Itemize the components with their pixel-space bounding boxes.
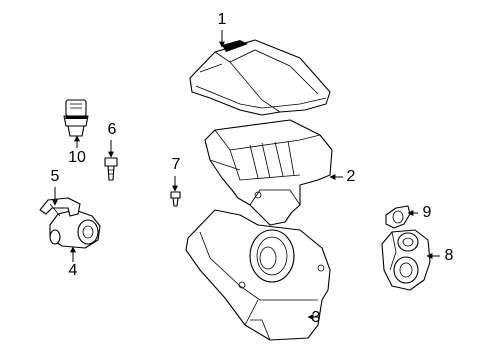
- callout-6: 6: [108, 121, 117, 138]
- callout-1: 1: [218, 11, 227, 28]
- filter-housing-lower-part: [185, 209, 331, 341]
- callout-3: 3: [312, 309, 321, 326]
- valve-assembly-part: [381, 229, 431, 291]
- callout-4: 4: [69, 262, 78, 279]
- callout-7: 7: [172, 156, 181, 173]
- leader-lines: [52, 30, 440, 320]
- sensor-body-part: [49, 209, 101, 249]
- callout-9: 9: [423, 204, 432, 221]
- bracket-clamp-part: [39, 197, 81, 217]
- callout-5: 5: [51, 168, 60, 185]
- callout-2: 2: [347, 168, 356, 185]
- callout-10: 10: [68, 149, 86, 166]
- sensor-connector-part: [63, 99, 89, 137]
- filter-housing-upper-part: [204, 119, 333, 226]
- screw-7-part: [170, 191, 181, 207]
- air-filter-cover-part: [189, 39, 331, 116]
- callout-8: 8: [445, 247, 454, 264]
- seal-part: [385, 205, 411, 229]
- screw-6-part: [104, 157, 118, 181]
